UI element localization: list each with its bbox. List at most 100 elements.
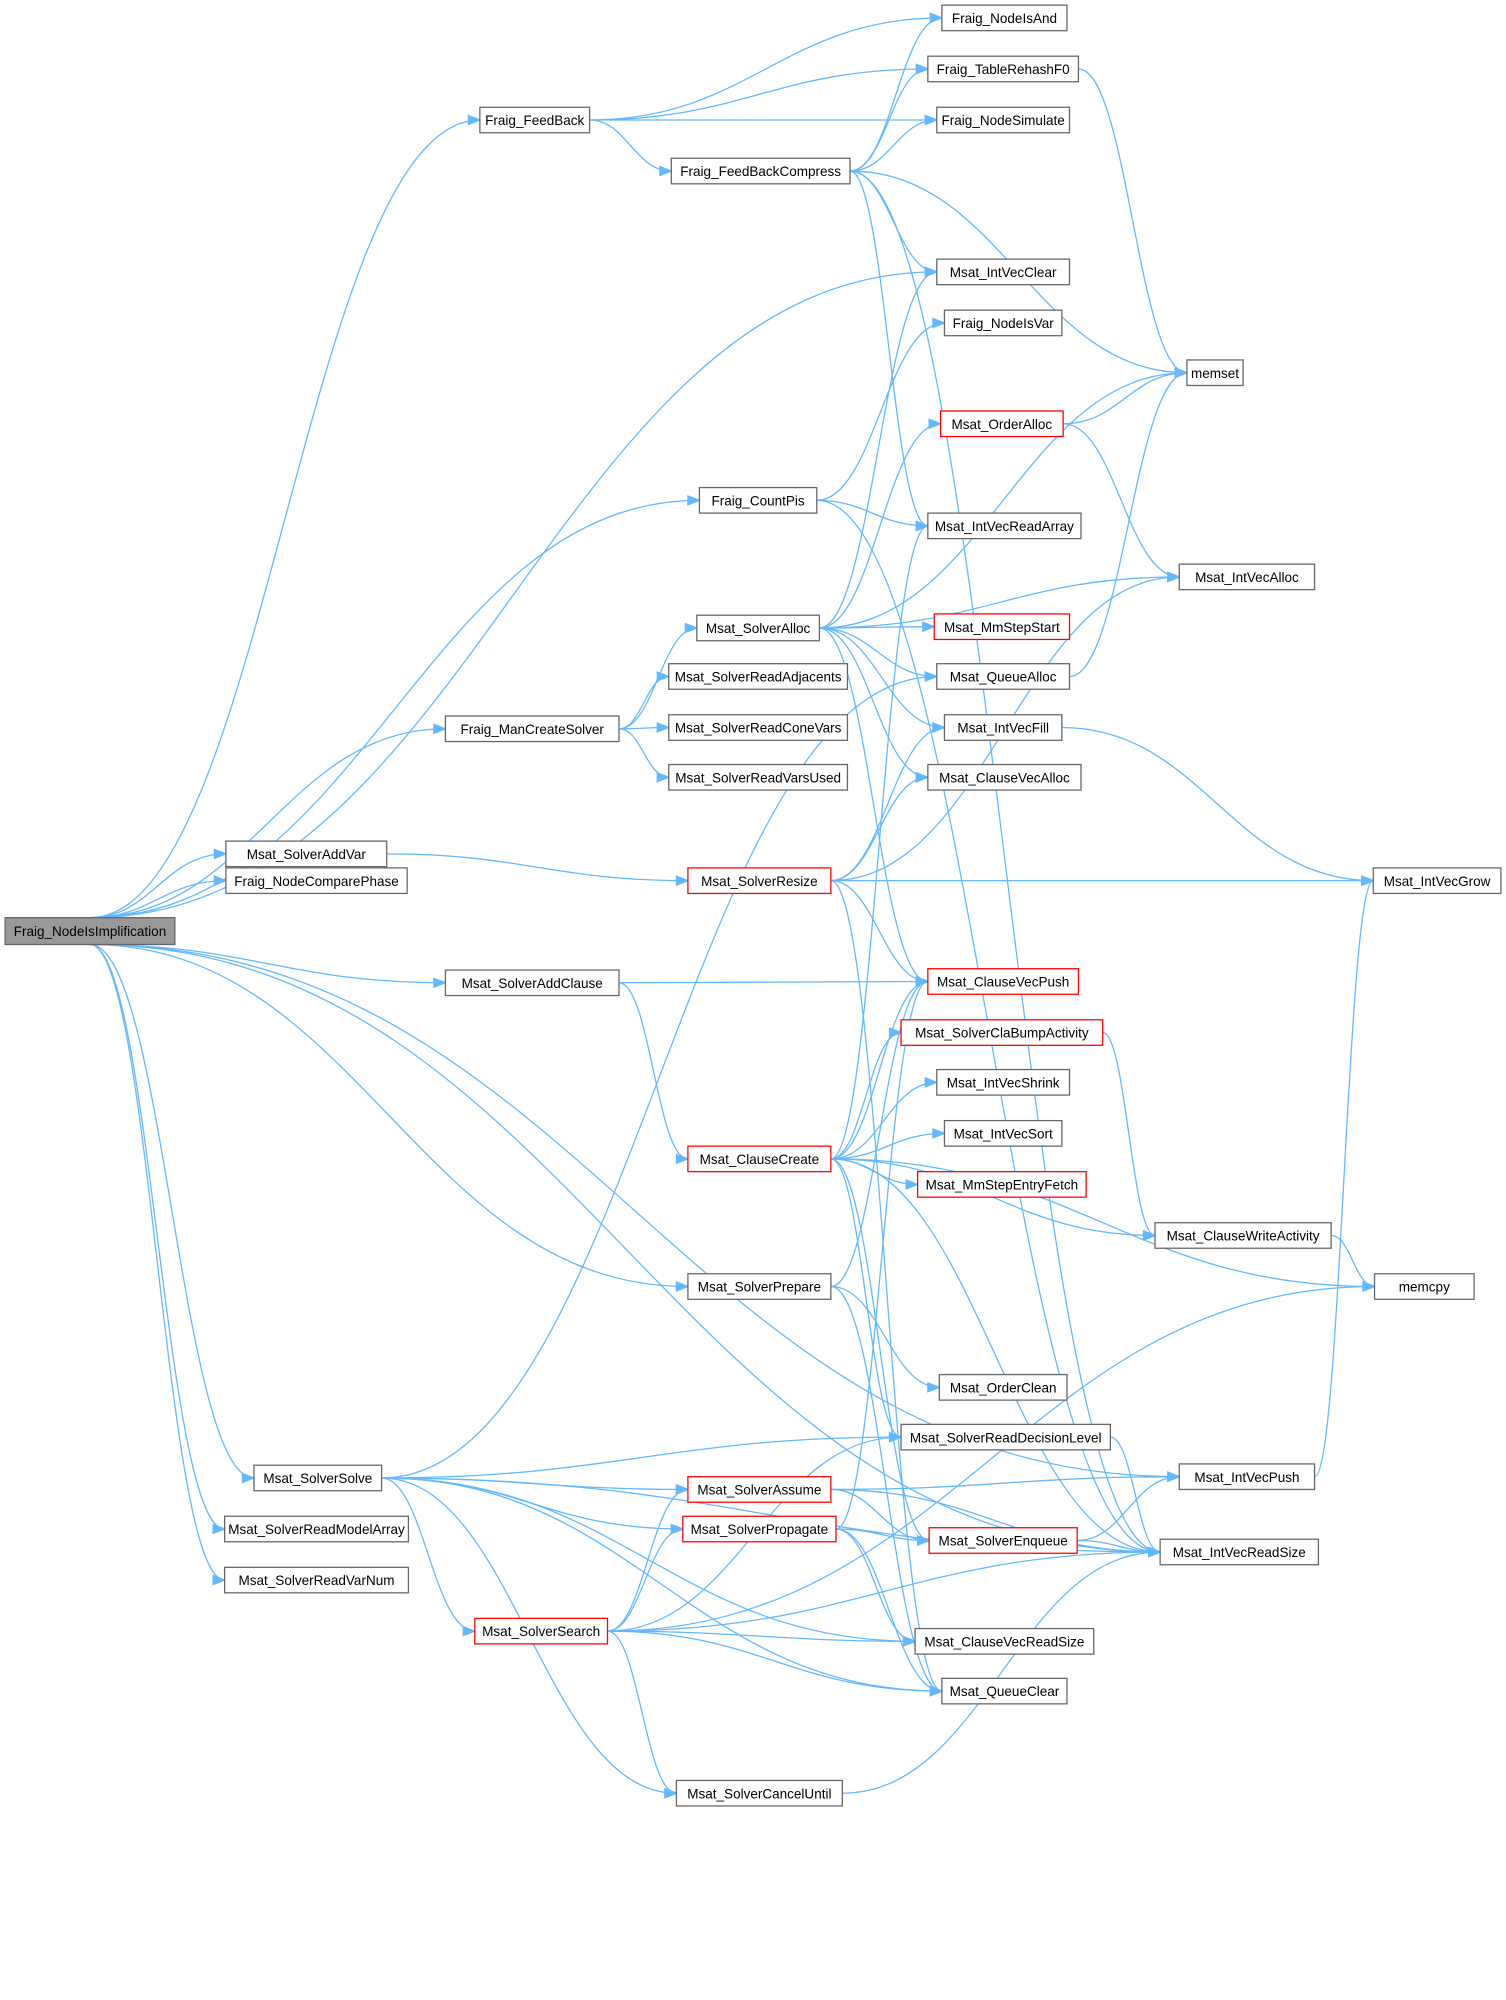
- node-canceluntil[interactable]: Msat_SolverCancelUntil: [675, 1779, 843, 1807]
- node-clausevecreadsize[interactable]: Msat_ClauseVecReadSize: [914, 1627, 1095, 1655]
- node-queueclear[interactable]: Msat_QueueClear: [941, 1677, 1068, 1705]
- node-solveraddclause[interactable]: Msat_SolverAddClause: [444, 969, 620, 997]
- edge-solverprepare-to-clausevecpush: [830, 980, 928, 1288]
- node-label: Msat_SolverSearch: [482, 1624, 600, 1639]
- node-solversolve[interactable]: Msat_SolverSolve: [253, 1464, 383, 1492]
- node-intvecshrink[interactable]: Msat_IntVecShrink: [936, 1068, 1071, 1096]
- node-box: [668, 714, 849, 741]
- node-box: [1159, 1538, 1320, 1566]
- node-solverenqueue[interactable]: Msat_SolverEnqueue: [928, 1527, 1078, 1554]
- arrowhead-icon: [212, 1574, 227, 1586]
- node-box: [936, 663, 1071, 690]
- node-solverassume[interactable]: Msat_SolverAssume: [687, 1476, 832, 1503]
- node-nodecomparephase[interactable]: Fraig_NodeComparePhase: [225, 867, 408, 895]
- node-label: Fraig_ManCreateSolver: [460, 722, 604, 737]
- node-label: Msat_SolverCancelUntil: [687, 1786, 831, 1801]
- node-box: [941, 1677, 1068, 1705]
- node-intvecfill[interactable]: Msat_IntVecFill: [943, 714, 1063, 741]
- edge-solversolve-to-solversearch: [381, 1477, 475, 1632]
- node-label: Fraig_NodeIsAnd: [952, 11, 1057, 26]
- node-box: [927, 968, 1080, 995]
- node-readadjacents[interactable]: Msat_SolverReadAdjacents: [668, 663, 849, 690]
- node-box: [943, 1119, 1063, 1147]
- edge-feedbackcompress-to-intvecreadsize: [849, 170, 1161, 1553]
- node-memset[interactable]: memset: [1186, 359, 1244, 387]
- arrowhead-icon: [924, 671, 939, 682]
- node-orderalloc[interactable]: Msat_OrderAlloc: [939, 410, 1064, 438]
- node-intvecpush[interactable]: Msat_IntVecPush: [1178, 1463, 1316, 1491]
- edge-clausecreate-to-intvecreadsize: [830, 1158, 1161, 1553]
- edge-countpis-to-nodeisvar: [816, 322, 945, 501]
- node-clausevecalloc[interactable]: Msat_ClauseVecAlloc: [927, 763, 1082, 791]
- arrowhead-icon: [924, 266, 939, 278]
- edge-clausecreate-to-solverenqueue: [830, 1158, 930, 1542]
- node-nodesimulate[interactable]: Fraig_NodeSimulate: [936, 106, 1071, 134]
- node-readdecisionlevel[interactable]: Msat_SolverReadDecisionLevel: [900, 1423, 1111, 1451]
- node-intvecreadarray[interactable]: Msat_IntVecReadArray: [927, 512, 1082, 540]
- node-feedbackcompress[interactable]: Fraig_FeedBackCompress: [670, 157, 851, 185]
- node-clausewriteactivity[interactable]: Msat_ClauseWriteActivity: [1154, 1222, 1332, 1249]
- node-intvecalloc[interactable]: Msat_IntVecAlloc: [1178, 563, 1316, 591]
- node-label: memset: [1191, 366, 1239, 381]
- edge-solversearch-to-intvecreadsize: [607, 1551, 1161, 1632]
- edge-mancreatesolver-to-readadjacents: [618, 675, 669, 730]
- node-label: Msat_SolverAddVar: [247, 847, 367, 862]
- node-root[interactable]: Fraig_NodeIsImplification: [4, 917, 176, 946]
- node-label: Fraig_CountPis: [712, 493, 805, 508]
- node-solverpropagate[interactable]: Msat_SolverPropagate: [682, 1515, 837, 1543]
- edge-clausecreate-to-memcpy: [830, 1158, 1375, 1288]
- edge-root-to-nodecomparephase: [89, 880, 226, 919]
- edge-readdecisionlevel-to-intvecreadsize: [1110, 1436, 1161, 1553]
- edge-feedback-to-nodeisand: [589, 17, 942, 121]
- edge-clabumpactivity-to-clausewriteactivity: [1102, 1031, 1156, 1237]
- arrowhead-icon: [902, 1635, 917, 1647]
- node-clausecreate[interactable]: Msat_ClauseCreate: [687, 1145, 832, 1173]
- node-intvecsort[interactable]: Msat_IntVecSort: [943, 1119, 1063, 1147]
- node-countpis[interactable]: Fraig_CountPis: [698, 486, 818, 514]
- node-intvecclear[interactable]: Msat_IntVecClear: [936, 258, 1071, 286]
- arrowhead-icon: [929, 1685, 944, 1697]
- node-mancreatesolver[interactable]: Fraig_ManCreateSolver: [444, 715, 620, 743]
- arrowhead-icon: [932, 722, 947, 733]
- node-intvecreadsize[interactable]: Msat_IntVecReadSize: [1159, 1538, 1320, 1566]
- node-solverprepare[interactable]: Msat_SolverPrepare: [687, 1273, 832, 1300]
- node-box: [668, 763, 849, 791]
- nodes-layer: Fraig_NodeIsImplificationFraig_FeedBackF…: [4, 4, 1502, 1807]
- node-nodeisand[interactable]: Fraig_NodeIsAnd: [941, 4, 1068, 32]
- node-clausevecpush[interactable]: Msat_ClauseVecPush: [927, 968, 1080, 995]
- node-clabumpactivity[interactable]: Msat_SolverClaBumpActivity: [900, 1019, 1104, 1046]
- node-label: Msat_SolverEnqueue: [939, 1534, 1068, 1549]
- node-orderclean[interactable]: Msat_OrderClean: [938, 1373, 1068, 1401]
- node-box: [687, 1145, 832, 1173]
- node-solversearch[interactable]: Msat_SolverSearch: [474, 1617, 609, 1645]
- edge-clausecreate-to-readdecisionlevel: [830, 1158, 902, 1438]
- arrowhead-icon: [670, 1523, 685, 1535]
- node-label: Msat_SolverAlloc: [706, 621, 811, 636]
- node-label: Msat_OrderAlloc: [952, 417, 1053, 432]
- edge-feedbackcompress-to-intvecclear: [849, 170, 937, 273]
- node-mmstepentryfetch[interactable]: Msat_MmStepEntryFetch: [917, 1171, 1087, 1198]
- node-readvarnum[interactable]: Msat_SolverReadVarNum: [223, 1566, 410, 1594]
- node-feedback[interactable]: Fraig_FeedBack: [479, 106, 591, 134]
- node-readconevars[interactable]: Msat_SolverReadConeVars: [668, 714, 849, 741]
- node-tablerehash[interactable]: Fraig_TableRehashF0: [927, 55, 1080, 83]
- edge-solversearch-to-clausevecreadsize: [607, 1630, 916, 1642]
- node-readvarsused[interactable]: Msat_SolverReadVarsUsed: [668, 763, 849, 791]
- arrowhead-icon: [433, 977, 448, 989]
- node-queuealloc[interactable]: Msat_QueueAlloc: [936, 663, 1071, 690]
- node-nodeisvar[interactable]: Fraig_NodeIsVar: [943, 309, 1063, 337]
- edge-clausecreate-to-intvecreadarray: [830, 525, 929, 1160]
- node-memcpy[interactable]: memcpy: [1373, 1273, 1475, 1300]
- node-solverresize[interactable]: Msat_SolverResize: [687, 867, 832, 895]
- edge-solverassume-to-solverenqueue: [830, 1488, 930, 1542]
- node-intvecgrow[interactable]: Msat_IntVecGrow: [1372, 867, 1502, 895]
- arrowhead-icon: [915, 976, 930, 987]
- node-solveraddvar[interactable]: Msat_SolverAddVar: [225, 840, 388, 868]
- node-readmodelarray[interactable]: Msat_SolverReadModelArray: [223, 1515, 410, 1543]
- arrowhead-icon: [659, 165, 674, 177]
- node-label: Msat_MmStepEntryFetch: [926, 1178, 1078, 1193]
- node-mmstepstart[interactable]: Msat_MmStepStart: [933, 613, 1071, 641]
- node-solveralloc[interactable]: Msat_SolverAlloc: [696, 614, 821, 642]
- node-label: Msat_ClauseWriteActivity: [1167, 1229, 1320, 1244]
- arrowhead-icon: [888, 1431, 903, 1443]
